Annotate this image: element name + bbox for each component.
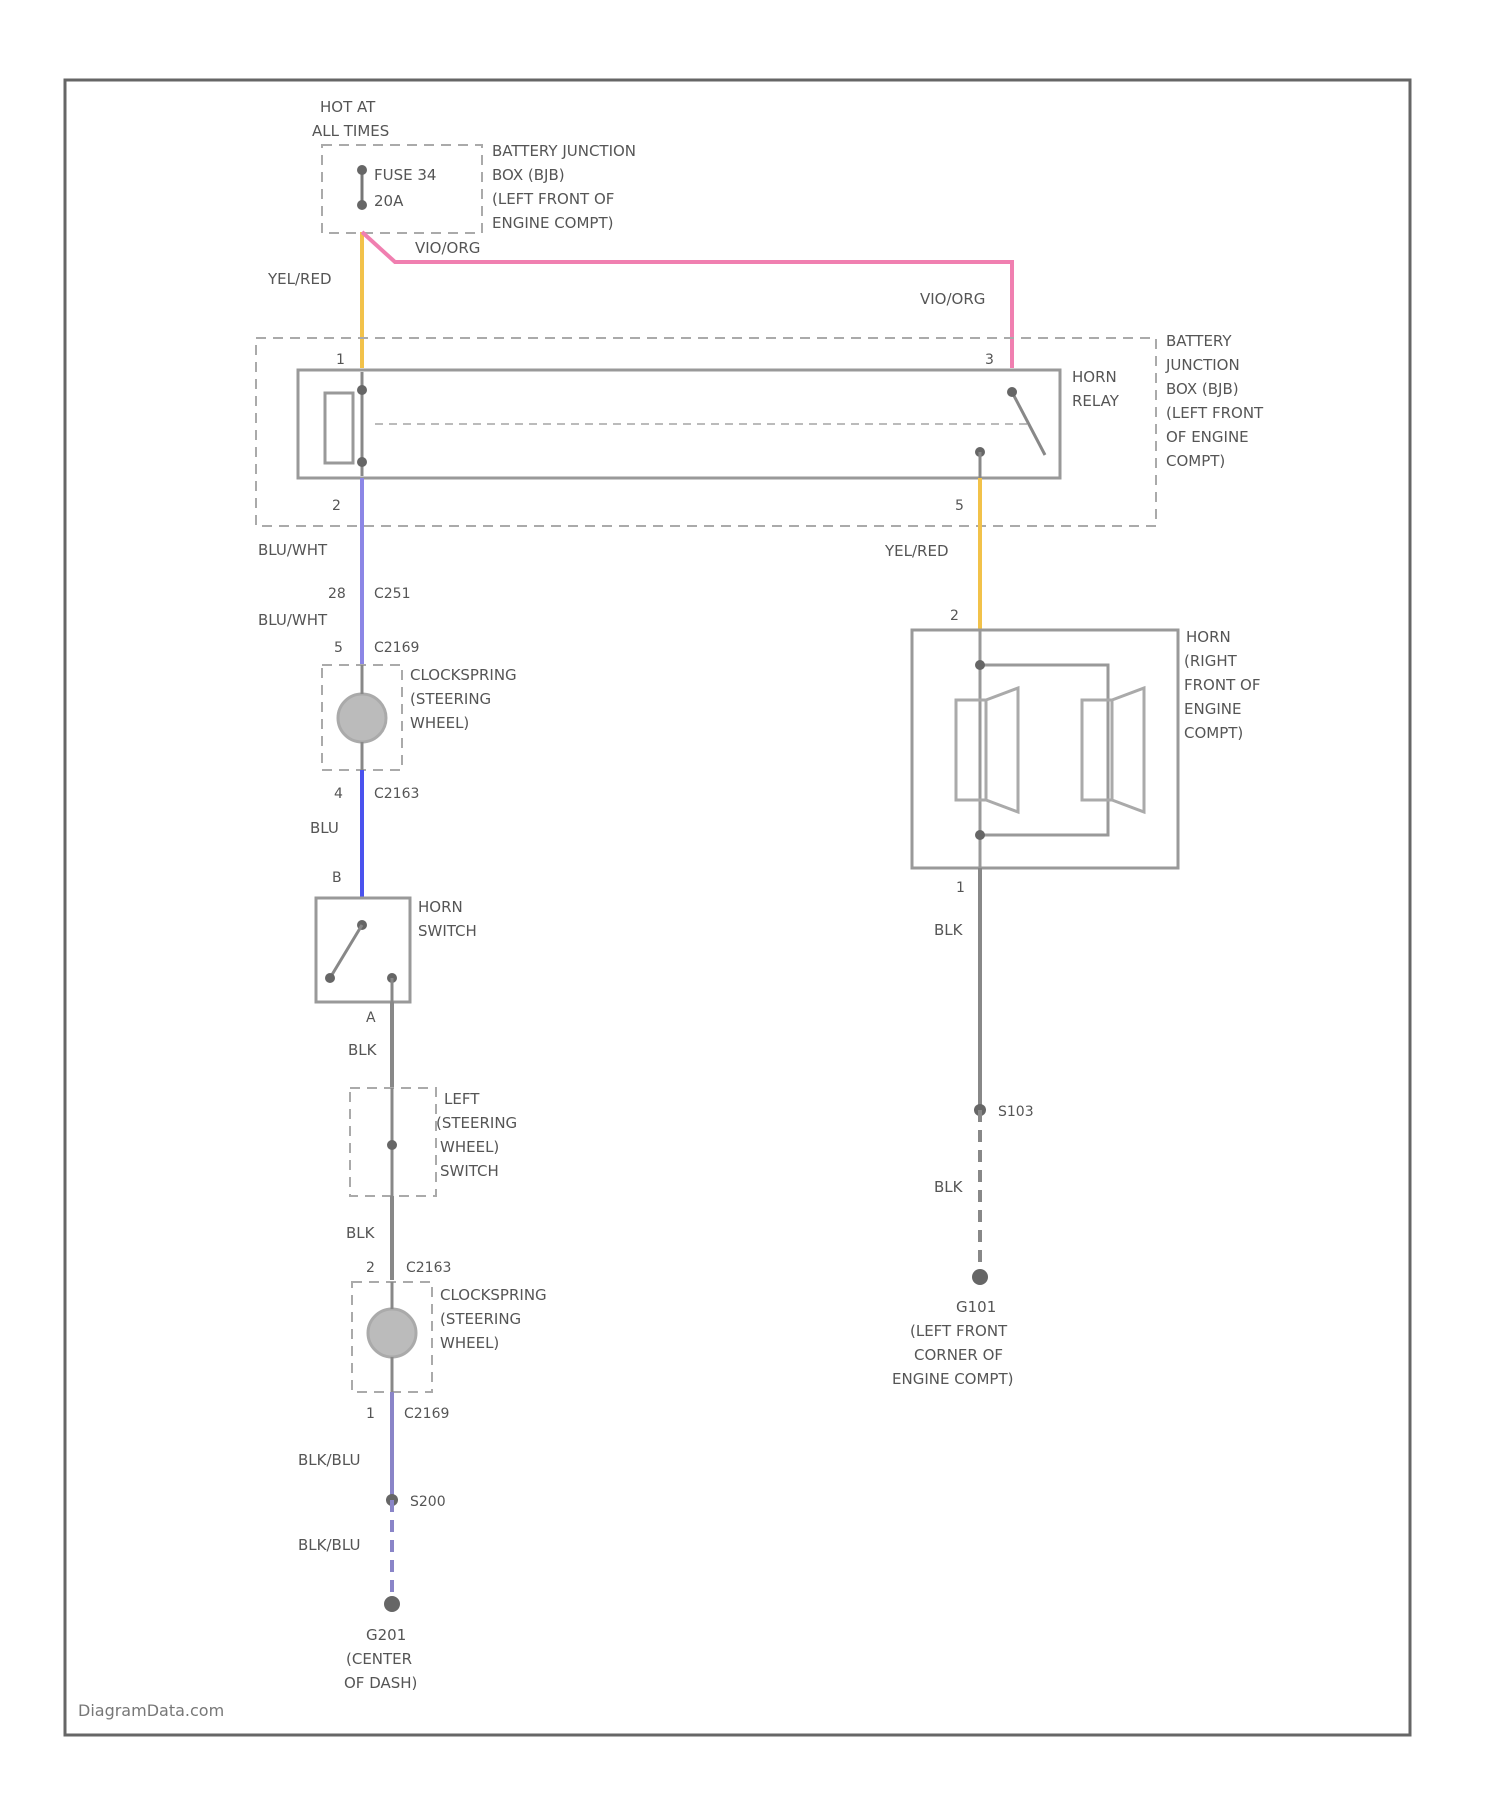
bjb-relay-label-4: (LEFT FRONT (1166, 404, 1264, 422)
wire-blk-right-2-label: BLK (934, 1178, 964, 1196)
left-switch-label-1: LEFT (444, 1090, 480, 1108)
relay-pin-1-label: 1 (336, 352, 345, 368)
wire-blu-wht-label-2: BLU/WHT (258, 611, 328, 629)
horn-relay-box (298, 370, 1060, 478)
wire-blk-blu-1-label: BLK/BLU (298, 1451, 360, 1469)
relay-contact-node-top (1007, 387, 1017, 397)
wire-blk-blu-2-label: BLK/BLU (298, 1536, 360, 1554)
wire-blk-2-label: BLK (346, 1224, 376, 1242)
relay-coil-node-top (357, 385, 367, 395)
ground-g101-label-1: G101 (956, 1298, 996, 1316)
watermark: DiagramData.com (78, 1701, 224, 1720)
c251-label: C251 (374, 586, 411, 602)
c2163b-label: C2163 (406, 1260, 451, 1276)
bjb-top-label-3: (LEFT FRONT OF (492, 190, 614, 208)
ground-g101 (972, 1269, 988, 1285)
bjb-relay-label-5: OF ENGINE (1166, 428, 1249, 446)
horn-speaker-1-cone (986, 688, 1018, 812)
horn-label-4: ENGINE (1184, 700, 1241, 718)
wire-vio-org-right-label: VIO/ORG (920, 290, 985, 308)
ground-g201-label-1: G201 (366, 1626, 406, 1644)
relay-pin-3-label: 3 (985, 352, 994, 368)
fuse-terminal-top (357, 165, 367, 175)
wire-vio-org-top-label: VIO/ORG (415, 239, 480, 257)
c2169-label: C2169 (374, 640, 419, 656)
horn-parallel-loop (980, 665, 1108, 835)
horn-switch-label-2: SWITCH (418, 922, 477, 940)
ground-g101-label-4: ENGINE COMPT) (892, 1370, 1014, 1388)
splice-s200-label: S200 (410, 1494, 446, 1510)
fuse-rating-label: 20A (374, 192, 404, 210)
left-switch-label-2: (STEERING (436, 1114, 517, 1132)
ground-g201-label-3: OF DASH) (344, 1674, 417, 1692)
horn-switch-label-1: HORN (418, 898, 463, 916)
fuse-box-outline (322, 145, 482, 233)
clockspring-1-symbol (338, 694, 386, 742)
ground-g101-label-3: CORNER OF (914, 1346, 1003, 1364)
diagram-frame (65, 80, 1410, 1735)
bjb-top-label-2: BOX (BJB) (492, 166, 565, 184)
ground-g201 (384, 1596, 400, 1612)
relay-pin-2-label: 2 (332, 498, 341, 514)
clockspring-1-label-3: WHEEL) (410, 714, 469, 732)
wire-blk-1-label: BLK (348, 1041, 378, 1059)
wire-blu-wht-label-1: BLU/WHT (258, 541, 328, 559)
clockspring-2-symbol (368, 1309, 416, 1357)
c2169b-label: C2169 (404, 1406, 449, 1422)
horn-pin-1-label: 1 (956, 880, 965, 896)
left-switch-node (387, 1140, 397, 1150)
ground-g101-label-2: (LEFT FRONT (910, 1322, 1008, 1340)
bjb-relay-label-6: COMPT) (1166, 452, 1225, 470)
relay-pin-5-label: 5 (955, 498, 964, 514)
ground-g201-label-2: (CENTER (346, 1650, 412, 1668)
c2169-pin-label: 5 (334, 640, 343, 656)
splice-s103-label: S103 (998, 1104, 1034, 1120)
horn-pin-2-label: 2 (950, 608, 959, 624)
clockspring-2-label-1: CLOCKSPRING (440, 1286, 547, 1304)
fuse-terminal-bottom (357, 200, 367, 210)
c2163b-pin-label: 2 (366, 1260, 375, 1276)
c251-pin-label: 28 (328, 586, 346, 602)
bjb-relay-label-3: BOX (BJB) (1166, 380, 1239, 398)
horn-switch-arm (330, 925, 362, 978)
all-times-label: ALL TIMES (312, 122, 389, 140)
horn-switch-box (316, 898, 410, 1002)
horn-label-3: FRONT OF (1184, 676, 1260, 694)
relay-coil-node-bottom (357, 457, 367, 467)
wire-yel-red-top-label: YEL/RED (267, 270, 332, 288)
wire-yel-red-right-label: YEL/RED (884, 542, 949, 560)
bjb-relay-outline (256, 338, 1156, 526)
clockspring-1-label-1: CLOCKSPRING (410, 666, 517, 684)
fuse-name-label: FUSE 34 (374, 166, 436, 184)
bjb-relay-label-2: JUNCTION (1165, 356, 1240, 374)
hot-at-label: HOT AT (320, 98, 376, 116)
horn-switch-pin-a-label: A (366, 1010, 376, 1026)
horn-relay-label-2: RELAY (1072, 392, 1120, 410)
horn-node-top (975, 660, 985, 670)
clockspring-1-label-2: (STEERING (410, 690, 491, 708)
bjb-top-label-4: ENGINE COMPT) (492, 214, 614, 232)
horn-label-2: (RIGHT (1184, 652, 1238, 670)
bjb-top-label-1: BATTERY JUNCTION (492, 142, 636, 160)
clockspring-2-label-3: WHEEL) (440, 1334, 499, 1352)
relay-coil (325, 393, 353, 463)
horn-speaker-2-cone (1112, 688, 1144, 812)
horn-switch-node-pivot (325, 973, 335, 983)
left-switch-label-4: SWITCH (440, 1162, 499, 1180)
c2169b-pin-label: 1 (366, 1406, 375, 1422)
horn-label-1: HORN (1186, 628, 1231, 646)
horn-relay-label-1: HORN (1072, 368, 1117, 386)
c2163-pin-label: 4 (334, 786, 343, 802)
horn-switch-pin-b-label: B (332, 870, 342, 886)
relay-contact-arm (1012, 392, 1045, 455)
wire-blu-label: BLU (310, 819, 339, 837)
left-switch-label-3: WHEEL) (440, 1138, 499, 1156)
clockspring-2-label-2: (STEERING (440, 1310, 521, 1328)
horn-label-5: COMPT) (1184, 724, 1243, 742)
wire-blk-right-1-label: BLK (934, 921, 964, 939)
bjb-relay-label-1: BATTERY (1166, 332, 1232, 350)
c2163-label: C2163 (374, 786, 419, 802)
horn-node-bottom (975, 830, 985, 840)
